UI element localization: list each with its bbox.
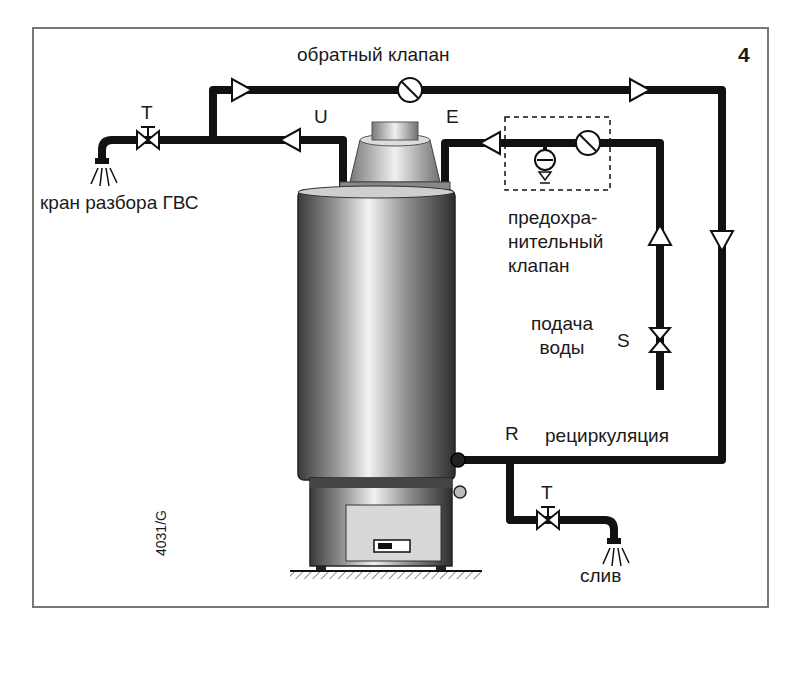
part-label: подача воды — [517, 312, 607, 360]
faucet-nozzle — [95, 158, 109, 164]
safety-group-box — [505, 117, 610, 190]
part-label: кран разбора ГВС — [40, 192, 199, 214]
port-letter: R — [505, 423, 519, 445]
part-label: предохра- нительный клапан — [508, 206, 630, 278]
part-label: рециркуляция — [545, 425, 669, 447]
water-heater — [298, 122, 466, 571]
water-spray — [91, 168, 629, 566]
port-letter: U — [314, 106, 328, 128]
valve-letter: T — [541, 482, 553, 504]
part-label: обратный клапан — [297, 44, 449, 66]
pipes — [102, 90, 722, 540]
port-letter: E — [446, 106, 459, 128]
valve-letter: T — [141, 102, 153, 124]
floor — [290, 570, 482, 572]
part-label: слив — [580, 565, 621, 587]
figure-number: 4 — [738, 44, 750, 66]
safety-valve — [535, 143, 555, 183]
frame — [33, 28, 768, 607]
floor-hatch — [290, 572, 482, 579]
gate-valve — [137, 127, 670, 529]
drain-nozzle — [607, 538, 621, 544]
valve-letter: S — [617, 330, 630, 352]
drawing-code: 4031/G — [150, 510, 172, 556]
